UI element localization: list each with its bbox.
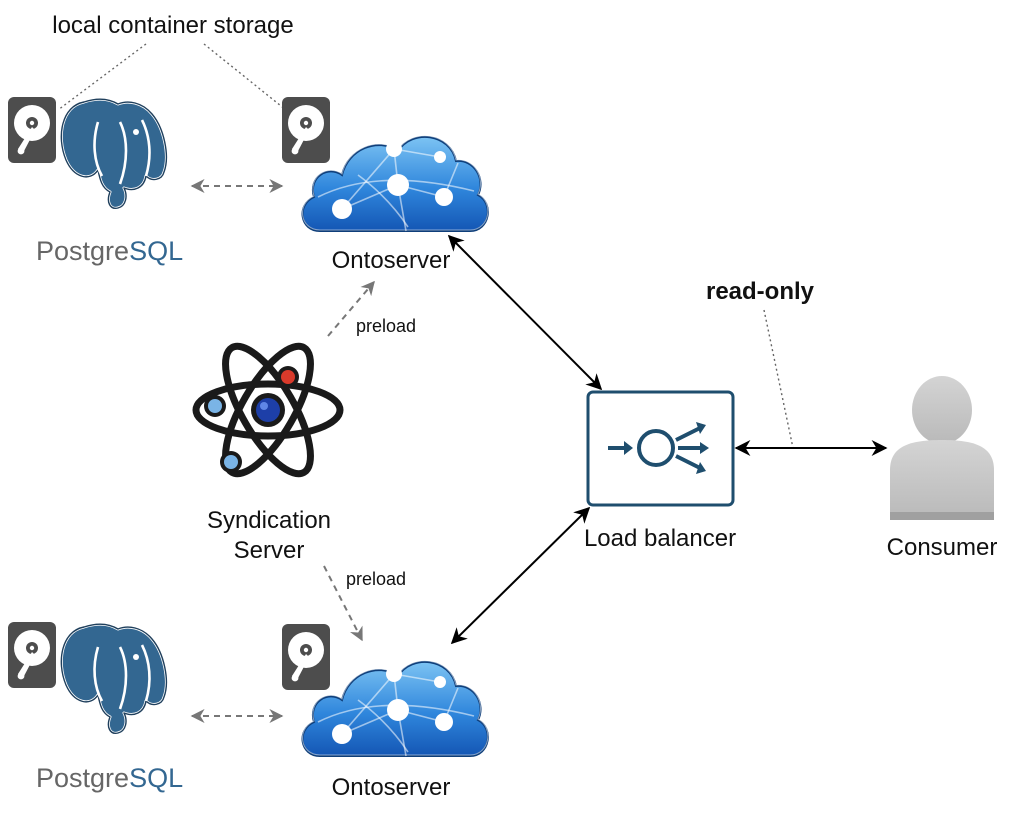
storage-annotation: local container storage: [52, 12, 293, 39]
link-onto-top-lb: [447, 234, 603, 391]
postgres-logo-word-a: Postgre: [36, 236, 129, 266]
postgresql-elephant-icon: [59, 97, 168, 210]
postgresql-elephant-icon: [59, 622, 168, 735]
preload-arrow-bottom: [323, 565, 363, 642]
disk-icon: [282, 624, 330, 690]
preload-arrow-top: [327, 280, 375, 337]
storage-pointer-right: [203, 43, 287, 111]
syndication-label-line2: Server: [234, 537, 305, 564]
readonly-annotation: read-only: [706, 278, 815, 305]
postgres-logo-word-b: SQL: [129, 763, 183, 793]
user-icon: [890, 376, 994, 520]
preload-label-top: preload: [356, 316, 416, 336]
ontoserver-label-bottom: Ontoserver: [332, 774, 451, 801]
consumer-label: Consumer: [887, 534, 998, 561]
preload-label-bottom: preload: [346, 569, 406, 589]
postgres-logo-text: PostgreSQL: [36, 236, 183, 266]
cloud-network-icon: [301, 659, 489, 757]
postgres-logo-word-b: SQL: [129, 236, 183, 266]
postgres-logo-text: PostgreSQL: [36, 763, 183, 793]
cloud-network-icon: [301, 134, 489, 232]
link-lb-onto-bottom: [450, 506, 591, 645]
syndication-label-line1: Syndication: [207, 507, 331, 534]
disk-icon: [8, 97, 56, 163]
ontoserver-label-top: Ontoserver: [332, 247, 451, 274]
load-balancer-label: Load balancer: [584, 525, 736, 552]
load-balancer-node: [586, 390, 735, 507]
postgres-logo-word-a: Postgre: [36, 763, 129, 793]
disk-icon: [282, 97, 330, 163]
load-balancer-icon: [608, 422, 709, 474]
readonly-pointer: [763, 309, 794, 449]
storage-pointer-left: [57, 43, 147, 111]
disk-icon: [8, 622, 56, 688]
atom-icon: [192, 342, 344, 478]
